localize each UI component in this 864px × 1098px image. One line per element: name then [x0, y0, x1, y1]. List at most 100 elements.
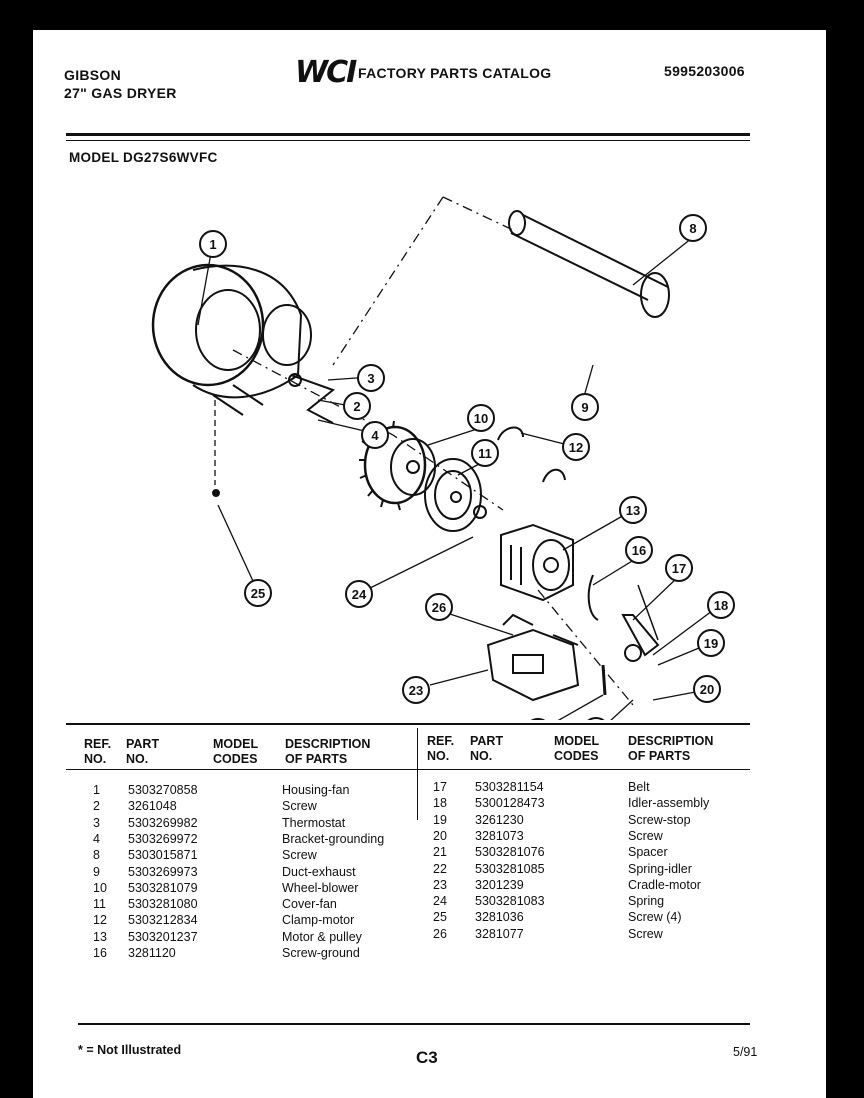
cell-part: 5300128473	[475, 796, 545, 811]
cell-ref: 8	[93, 848, 100, 863]
callout-9: 9	[571, 393, 599, 421]
callout-4: 4	[361, 421, 389, 449]
callout-24: 24	[345, 580, 373, 608]
cell-part: 5303281080	[128, 897, 198, 912]
cell-desc: Screw	[628, 926, 663, 941]
wci-logo: WCI	[295, 55, 357, 90]
cell-part: 3281073	[475, 828, 524, 843]
table-row: 20 3281073 Screw	[433, 828, 773, 844]
callout-22: 22	[530, 718, 546, 720]
svg-text:2: 2	[353, 399, 360, 414]
cell-part: 5303281076	[475, 845, 545, 860]
header-ref-left: REF.NO.	[84, 737, 112, 766]
svg-text:24: 24	[352, 587, 367, 602]
callout-11: 11	[471, 439, 499, 467]
callout-1: 1	[199, 230, 227, 258]
callout-13: 13	[619, 496, 647, 524]
callout-3: 3	[357, 364, 385, 392]
cell-part: 5303269972	[128, 831, 198, 846]
cell-desc: Belt	[628, 780, 650, 794]
cell-desc: Cover-fan	[282, 897, 337, 912]
cell-desc: Clamp-motor	[282, 913, 355, 928]
motor-and-pulley	[500, 523, 574, 602]
cradle-motor	[486, 613, 580, 702]
cell-desc: Thermostat	[282, 815, 346, 830]
cell-ref: 12	[93, 913, 107, 928]
svg-text:20: 20	[700, 682, 714, 697]
belt	[587, 574, 599, 621]
table-row: 4 5303269972 Bracket-grounding	[93, 831, 433, 847]
exhaust-duct	[508, 210, 670, 318]
svg-text:25: 25	[251, 586, 265, 601]
cell-part: 5303269973	[128, 864, 198, 879]
callout-26: 26	[425, 593, 453, 621]
exploded-parts-diagram: 1 8 3 2 4 9 10 11 12 13 16 17 18 19 20 2…	[151, 196, 735, 720]
callout-21: 21	[587, 717, 605, 720]
cell-desc: Cradle-motor	[628, 877, 701, 892]
callout-2: 2	[343, 392, 371, 420]
table-row: 3 5303269982 Thermostat	[93, 815, 433, 831]
cell-ref: 25	[433, 910, 447, 925]
cell-desc: Screw (4)	[628, 910, 682, 925]
cell-part: 5303212834	[128, 913, 198, 928]
header-rule-thin	[66, 140, 750, 141]
table-row: 25 3281036 Screw (4)	[433, 909, 773, 925]
callout-23: 23	[402, 676, 430, 704]
table-row: 11 5303281080 Cover-fan	[93, 896, 433, 912]
fan-cover	[424, 458, 487, 532]
clamp-motor-b	[542, 468, 566, 483]
cell-ref: 21	[433, 845, 447, 860]
cell-part: 5303281085	[475, 861, 545, 876]
cell-part: 5303015871	[128, 848, 198, 863]
callout-18: 18	[707, 591, 735, 619]
svg-text:12: 12	[569, 440, 583, 455]
cell-ref: 3	[93, 815, 100, 830]
svg-text:3: 3	[367, 371, 374, 386]
svg-text:1: 1	[209, 237, 216, 252]
cell-ref: 16	[93, 946, 107, 960]
cell-part: 5303269982	[128, 815, 198, 830]
callout-8: 8	[679, 214, 707, 242]
cell-ref: 11	[93, 897, 106, 912]
cell-ref: 24	[433, 894, 447, 909]
cell-desc: Screw-ground	[282, 946, 360, 960]
cell-ref: 20	[433, 828, 447, 843]
cell-desc: Screw-stop	[628, 812, 691, 827]
svg-text:4: 4	[371, 428, 379, 443]
brand-name: GIBSON	[64, 67, 122, 83]
cell-desc: Spacer	[628, 845, 668, 860]
cell-ref: 2	[93, 799, 100, 814]
cell-desc: Idler-assembly	[628, 796, 710, 811]
cell-desc: Bracket-grounding	[282, 831, 385, 846]
cell-ref: 23	[433, 877, 447, 892]
idler-assembly	[621, 614, 660, 657]
cell-desc: Wheel-blower	[282, 880, 359, 895]
cell-desc: Spring	[628, 894, 665, 909]
cell-ref: 18	[433, 796, 447, 811]
cell-part: 5303201237	[128, 929, 198, 944]
header-ref-right: REF.NO.	[427, 734, 455, 763]
cell-part: 3281036	[475, 910, 524, 925]
svg-text:13: 13	[626, 503, 640, 518]
cell-ref: 9	[93, 864, 100, 879]
cell-part: 5303281083	[475, 894, 545, 909]
callout-25: 25	[244, 579, 272, 607]
catalog-title: FACTORY PARTS CATALOG	[358, 65, 552, 81]
cell-desc: Screw	[628, 828, 663, 843]
svg-text:8: 8	[689, 221, 696, 236]
cell-part: 5303281154	[475, 780, 544, 794]
cell-ref: 4	[93, 831, 100, 846]
cell-desc: Housing-fan	[282, 783, 350, 797]
